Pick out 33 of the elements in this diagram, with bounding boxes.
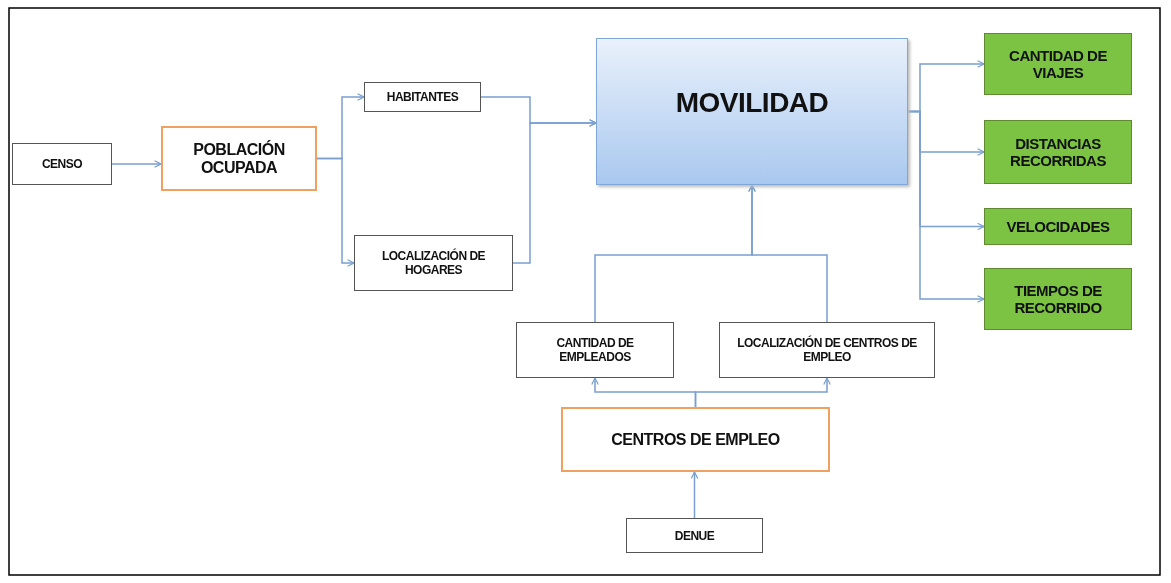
node-label: DISTANCIAS RECORRIDAS [1009, 135, 1107, 169]
node-label: LOCALIZACIÓN DE HOGARES [380, 249, 487, 277]
source-box [161, 126, 317, 191]
node-label: DENUE [674, 528, 715, 543]
result-box [984, 208, 1132, 245]
process-box [516, 322, 674, 378]
result-box [984, 268, 1132, 330]
result-box [984, 120, 1132, 184]
process-box [12, 143, 112, 185]
source-box [561, 407, 830, 472]
node-label: CANTIDAD DE EMPLEADOS [555, 336, 635, 364]
arrow [512, 119, 597, 264]
node-label: CANTIDAD DE VIAJES [1008, 47, 1108, 81]
process-box [364, 82, 481, 112]
arrow [111, 160, 162, 168]
node-label: TIEMPOS DE RECORRIDO [1013, 282, 1103, 316]
arrow [316, 157, 355, 267]
node-label: MOVILIDAD [675, 87, 829, 119]
node-label: LOCALIZACIÓN DE CENTROS DE EMPLEO [736, 336, 918, 364]
result-box [984, 33, 1132, 95]
process-box [719, 322, 935, 378]
node-label: CENTROS DE EMPLEO [611, 430, 780, 449]
arrow [694, 377, 831, 408]
process-box [626, 518, 763, 553]
node-label: VELOCIDADES [1006, 218, 1110, 235]
arrow [907, 110, 985, 303]
node-label: HABITANTES [386, 90, 459, 104]
arrow [690, 471, 699, 519]
main-box [596, 38, 908, 185]
node-label: POBLACIÓN OCUPADA [192, 140, 286, 177]
arrow [748, 184, 828, 323]
node-label: CENSO [41, 157, 83, 171]
process-box [354, 235, 513, 291]
